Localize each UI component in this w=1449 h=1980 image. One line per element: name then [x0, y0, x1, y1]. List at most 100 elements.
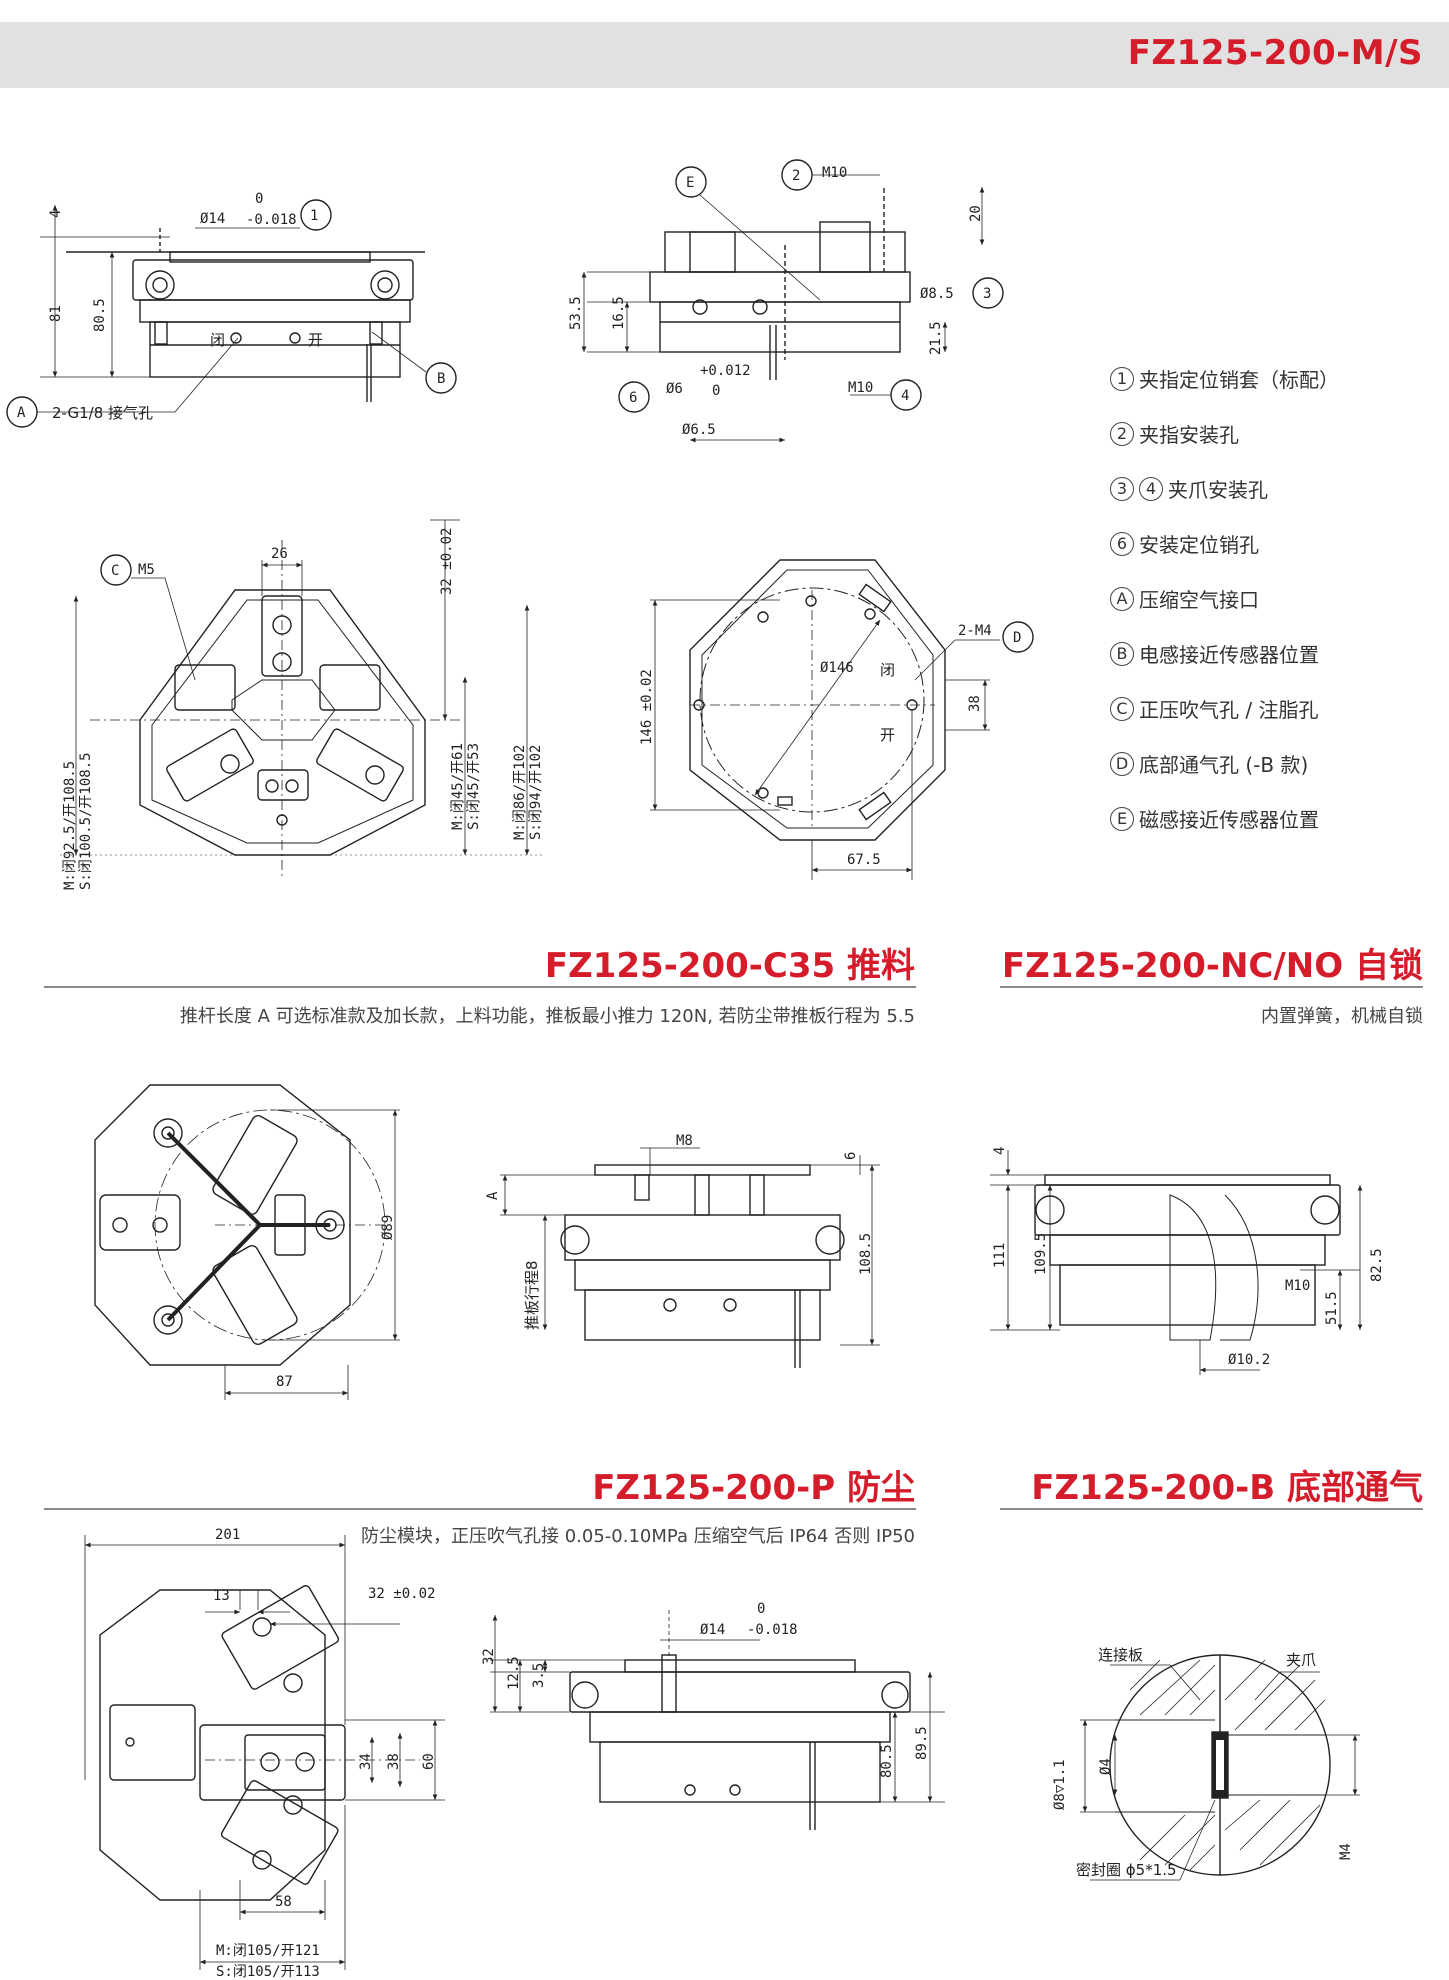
svg-text:M5: M5 [138, 562, 155, 578]
section-desc-nc: 内置弹簧，机械自锁 [1261, 1006, 1423, 1027]
svg-text:80.5: 80.5 [879, 1744, 895, 1778]
svg-text:Ø8.5: Ø8.5 [920, 286, 954, 302]
svg-text:67.5: 67.5 [847, 852, 881, 868]
svg-text:S:闭100.5/开108.5: S:闭100.5/开108.5 [78, 752, 94, 890]
svg-text:闭: 闭 [210, 331, 225, 349]
top-view-labels: C M5 26 32 ±0.02 M:闭92.5/开108.5 S:闭100.5… [62, 528, 544, 890]
legend-text: 压缩空气接口 [1139, 588, 1259, 612]
svg-text:89.5: 89.5 [914, 1726, 930, 1760]
svg-text:M8: M8 [676, 1133, 693, 1149]
section-title-c35: FZ125-200-C35 推料 [544, 946, 915, 986]
section-title-p: FZ125-200-P 防尘 [592, 1468, 915, 1508]
legend-mark: D [1110, 751, 1134, 776]
svg-text:3.5: 3.5 [531, 1663, 547, 1688]
svg-text:密封圈 ϕ5*1.5: 密封圈 ϕ5*1.5 [1076, 1861, 1177, 1879]
svg-text:87: 87 [276, 1374, 293, 1390]
legend-item: 6 安装定位销孔 [1110, 527, 1430, 560]
svg-text:201: 201 [215, 1527, 240, 1543]
legend-mark: 4 [1139, 476, 1163, 501]
nc-side-view-labels: 4 111 109.5 M10 51.5 82.5 Ø10.2 [992, 1147, 1385, 1368]
svg-text:Ø4: Ø4 [1098, 1758, 1114, 1775]
svg-text:C: C [111, 563, 119, 579]
legend-mark: B [1110, 641, 1134, 666]
legend-item: 2 夹指安装孔 [1110, 417, 1430, 450]
legend-mark: 2 [1110, 421, 1134, 446]
svg-text:26: 26 [271, 546, 288, 562]
svg-text:13: 13 [213, 1588, 230, 1604]
b-detail-labels: 连接板 夹爪 Ø8▽1.1 Ø4 M4 密封圈 ϕ5*1.5 [1052, 1646, 1354, 1879]
svg-text:Ø6: Ø6 [666, 381, 683, 397]
svg-text:Ø6.5: Ø6.5 [682, 422, 716, 438]
svg-text:146 ±0.02: 146 ±0.02 [639, 669, 655, 745]
legend-item: E 磁感接近传感器位置 [1110, 802, 1430, 835]
svg-text:34: 34 [358, 1753, 374, 1770]
svg-text:-0.018: -0.018 [747, 1622, 798, 1638]
section-title-b: FZ125-200-B 底部通气 [1031, 1468, 1423, 1508]
bottom-view-drawing [650, 559, 1034, 880]
model-title: FZ125-200-M/S [1127, 33, 1423, 73]
legend-item: 1 夹指定位销套（标配） [1110, 362, 1430, 395]
svg-text:80.5: 80.5 [92, 298, 108, 332]
svg-text:4: 4 [901, 388, 909, 404]
b-detail-drawing [1080, 1654, 1360, 1881]
svg-text:Ø10.2: Ø10.2 [1228, 1352, 1270, 1368]
svg-text:4: 4 [48, 210, 64, 218]
svg-text:Ø146: Ø146 [820, 660, 854, 676]
legend-mark: C [1110, 696, 1134, 721]
legend-text: 夹指定位销套（标配） [1139, 368, 1339, 392]
svg-text:开: 开 [880, 726, 895, 744]
svg-text:M10: M10 [822, 165, 847, 181]
section-divider [44, 986, 916, 988]
svg-text:32 ±0.02: 32 ±0.02 [439, 528, 455, 595]
svg-text:A: A [485, 1191, 501, 1200]
header-bar [0, 22, 1449, 88]
svg-text:3: 3 [983, 286, 991, 302]
p-side-view-labels: 32 12.5 3.5 Ø14 0 -0.018 80.5 89.5 [481, 1601, 930, 1778]
front-view-labels: Ø14 0 -0.018 1 4 81 80.5 闭 开 B A 2-G1/8 … [17, 191, 445, 422]
svg-text:6: 6 [843, 1152, 859, 1160]
c35-side-view-labels: M8 6 A 推板行程8 108.5 [485, 1133, 874, 1330]
legend-item: C 正压吹气孔 / 注脂孔 [1110, 692, 1430, 725]
svg-text:E: E [686, 175, 694, 191]
svg-text:M:闭92.5/开108.5: M:闭92.5/开108.5 [62, 761, 78, 890]
legend-mark: 3 [1110, 476, 1134, 501]
section-divider [1000, 986, 1423, 988]
legend-mark: A [1110, 586, 1134, 611]
svg-text:82.5: 82.5 [1369, 1248, 1385, 1282]
legend-text: 底部通气孔 (-B 款) [1139, 753, 1309, 777]
svg-text:58: 58 [275, 1894, 292, 1910]
p-top-view-drawing [84, 1535, 445, 1970]
svg-text:+0.012: +0.012 [700, 363, 751, 379]
svg-text:M4: M4 [1338, 1843, 1354, 1860]
svg-text:开: 开 [308, 331, 323, 349]
svg-text:D: D [1013, 630, 1021, 646]
svg-text:S:闭105/开113: S:闭105/开113 [216, 1964, 320, 1980]
svg-text:M:闭45/开61: M:闭45/开61 [450, 743, 466, 830]
svg-text:2-G1/8 接气孔: 2-G1/8 接气孔 [52, 404, 153, 422]
svg-text:32 ±0.02: 32 ±0.02 [368, 1586, 435, 1602]
svg-text:109.5: 109.5 [1033, 1233, 1049, 1275]
svg-text:38: 38 [967, 695, 983, 712]
legend: 1 夹指定位销套（标配） 2 夹指安装孔 3 4 夹爪安装孔 6 安装定位销孔 … [1110, 362, 1430, 857]
svg-text:2: 2 [792, 168, 800, 184]
svg-text:M10: M10 [848, 380, 873, 396]
svg-text:21.5: 21.5 [928, 321, 944, 355]
front-view-drawing [6, 199, 457, 428]
svg-text:M:闭86/开102: M:闭86/开102 [512, 745, 528, 840]
legend-mark: 6 [1110, 531, 1134, 556]
svg-text:M:闭105/开121: M:闭105/开121 [216, 1943, 320, 1959]
legend-item: 3 4 夹爪安装孔 [1110, 472, 1430, 505]
svg-text:1: 1 [310, 208, 318, 224]
svg-text:16.5: 16.5 [611, 296, 627, 330]
svg-text:-0.018: -0.018 [246, 212, 297, 228]
svg-text:B: B [437, 371, 445, 387]
p-side-view-drawing [490, 1610, 945, 1830]
c35-top-view-drawing [94, 1084, 400, 1400]
c35-top-view-labels: Ø89 87 [276, 1215, 396, 1390]
svg-text:夹爪: 夹爪 [1286, 1651, 1316, 1669]
svg-text:53.5: 53.5 [568, 296, 584, 330]
section-title-nc: FZ125-200-NC/NO 自锁 [1001, 946, 1423, 986]
legend-text: 正压吹气孔 / 注脂孔 [1139, 698, 1319, 722]
section-divider [44, 1508, 916, 1510]
section-desc-c35: 推杆长度 A 可选标准款及加长款，上料功能，推板最小推力 120N, 若防尘带推… [179, 1006, 915, 1027]
